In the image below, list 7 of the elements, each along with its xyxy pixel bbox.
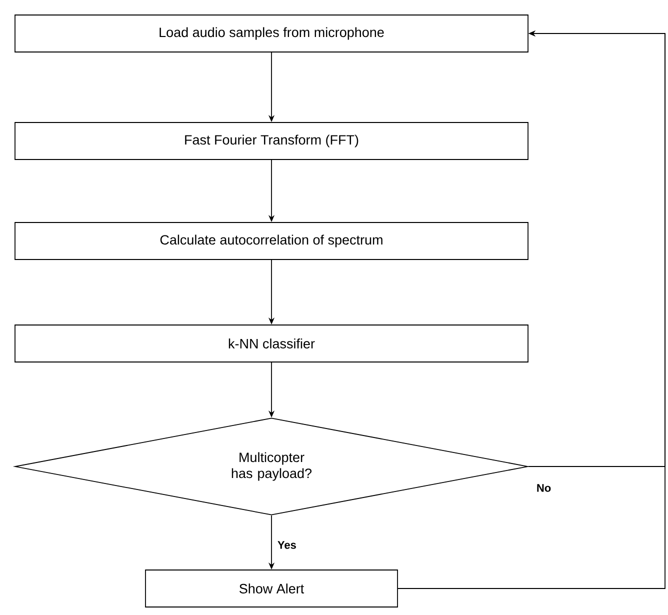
process-box: Load audio samples from microphone: [14, 14, 528, 52]
edge-label: No: [535, 483, 552, 493]
process-box: Show Alert: [145, 570, 398, 608]
process-box: Calculate autocorrelation of spectrum: [14, 222, 528, 260]
process-box: Fast Fourier Transform (FFT): [14, 122, 528, 160]
edge-label: Yes: [276, 540, 298, 550]
process-box: k-NN classifier: [14, 324, 528, 362]
